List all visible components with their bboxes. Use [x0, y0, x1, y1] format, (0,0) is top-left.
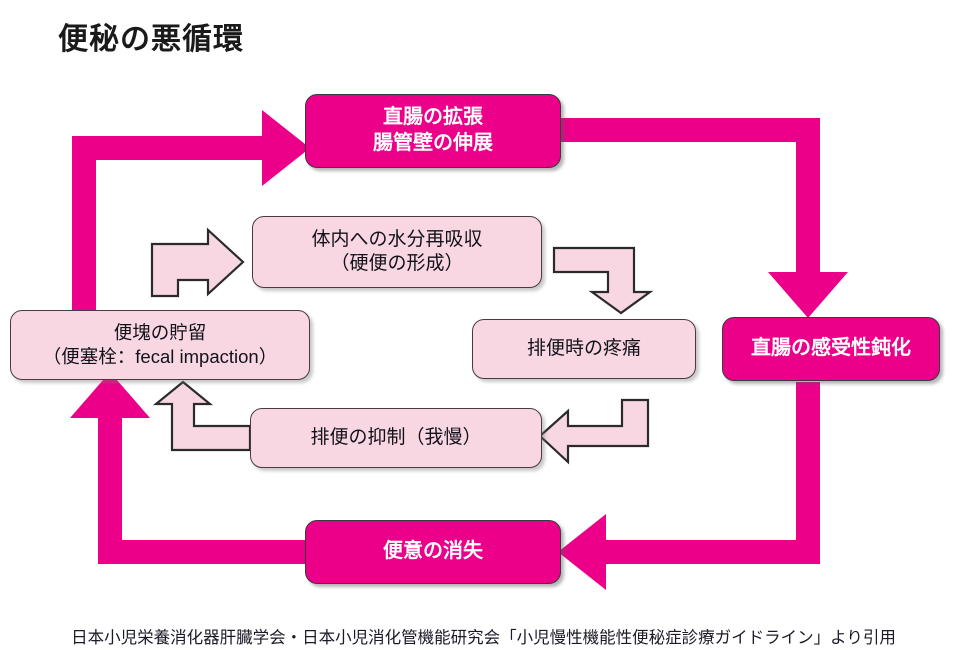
node-rectal-hyposensitivity[interactable]: 直腸の感受性鈍化 [722, 317, 940, 381]
node-fecal-retention[interactable]: 便塊の貯留 （便塞栓：fecal impaction） [10, 310, 310, 380]
node-line: 便意の消失 [383, 540, 483, 563]
node-defecation-pain[interactable]: 排便時の疼痛 [472, 319, 696, 379]
arrow-hyposensitivity-to-loss-of-urge [558, 382, 820, 590]
node-line: 直腸の拡張 [383, 106, 483, 129]
node-line: 排便時の疼痛 [526, 337, 641, 359]
arrow-withholding-to-fecal-retention [152, 380, 252, 452]
node-line: 便塊の貯留 [113, 322, 207, 344]
node-line: 体内への水分再吸収 [311, 228, 483, 250]
arrow-fecal-retention-to-rectal-distension [72, 110, 310, 330]
arrow-loss-of-urge-to-fecal-retention [70, 372, 310, 564]
node-rectal-distension[interactable]: 直腸の拡張 腸管壁の伸展 [305, 94, 561, 168]
arrow-fecal-retention-to-water-reabsorption [150, 227, 245, 298]
arrow-defecation-pain-to-withholding [538, 398, 650, 465]
node-line: 排便の抑制（我慢） [310, 426, 482, 448]
node-line: （硬便の形成） [330, 253, 464, 274]
arrow-water-reabsorption-to-defecation-pain [552, 246, 654, 315]
node-line: （便塞栓：fecal impaction） [42, 346, 278, 367]
node-line: 直腸の感受性鈍化 [751, 337, 911, 360]
node-defecation-withholding[interactable]: 排便の抑制（我慢） [250, 408, 542, 468]
arrow-rectal-distension-to-hyposensitivity [560, 118, 848, 318]
node-line: 腸管壁の伸展 [373, 132, 493, 154]
source-caption: 日本小児栄養消化器肝臓学会・日本小児消化管機能研究会「小児慢性機能性便秘症診療ガ… [71, 629, 896, 647]
page-title: 便秘の悪循環 [58, 23, 244, 56]
node-loss-of-urge[interactable]: 便意の消失 [305, 520, 561, 584]
node-water-reabsorption[interactable]: 体内への水分再吸収 （硬便の形成） [252, 216, 542, 288]
